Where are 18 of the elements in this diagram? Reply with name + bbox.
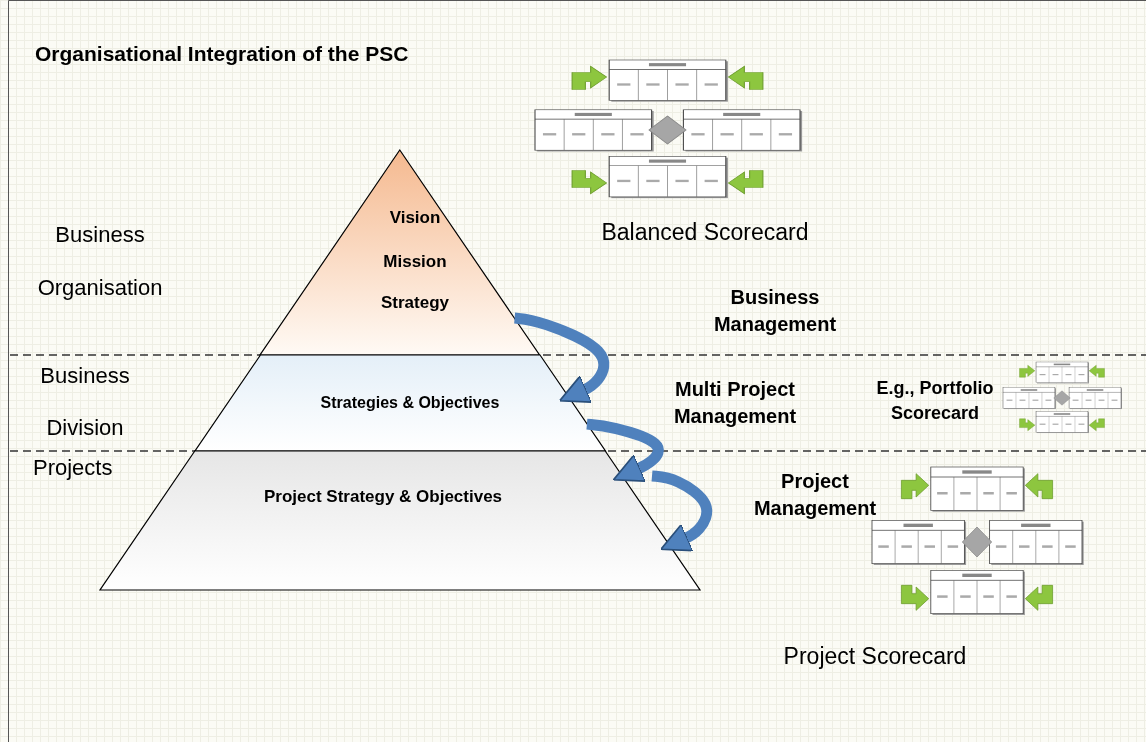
- text-label: Balanced Scorecard: [600, 218, 810, 246]
- text-label: Projects: [33, 455, 114, 481]
- curved-arrow: [513, 312, 610, 404]
- text-label: Multi Project Management: [672, 377, 798, 429]
- text-label: Project Management: [752, 469, 878, 521]
- text-label: Project Scorecard: [782, 642, 968, 670]
- tier-text: Vision: [388, 208, 442, 228]
- text-label: Business Organisation: [36, 221, 164, 302]
- curved-arrow: [650, 470, 713, 552]
- text-label: E.g., Portfolio Scorecard: [875, 377, 995, 425]
- tier-text: Mission: [382, 252, 448, 272]
- title: Organisational Integration of the PSC: [35, 42, 409, 66]
- curved-arrow: [585, 418, 664, 483]
- tier-text: Strategies & Objectives: [319, 394, 501, 412]
- text-label: Business Management: [712, 285, 838, 337]
- tier-text: Project Strategy & Objectives: [262, 487, 504, 507]
- tier-text: Strategy: [379, 293, 450, 313]
- text-label: Business Division: [39, 362, 131, 442]
